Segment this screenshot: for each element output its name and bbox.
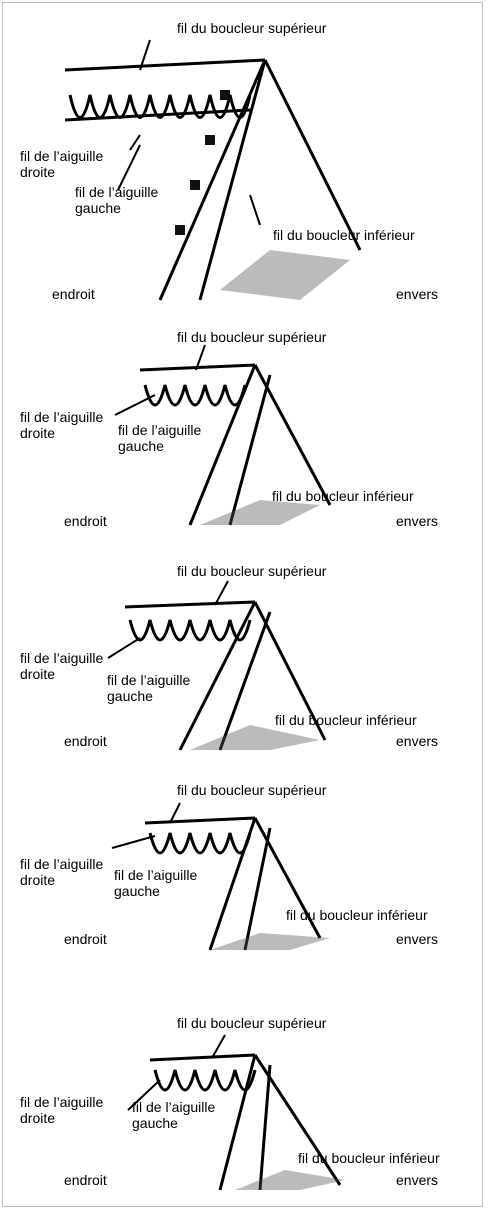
stitch-panel-2: fil du boucleur supérieur fil de l’aigui…: [0, 320, 489, 535]
upper-looper-label: fil du boucleur supérieur: [177, 782, 326, 798]
left-needle-label-line2: gauche: [118, 438, 248, 454]
upper-looper-label: fil du boucleur supérieur: [177, 329, 326, 345]
right-side-label: endroit: [64, 931, 107, 947]
stitch-panel-1: fil du boucleur supérieur fil de l’aigui…: [0, 0, 489, 305]
right-side-label: endroit: [64, 513, 107, 529]
stitch-panel-5: fil du boucleur supérieur fil de l’aigui…: [0, 1010, 489, 1200]
right-needle-label: fil de l’aiguille droite: [20, 1094, 150, 1126]
lower-looper-label: fil du boucleur inférieur: [298, 1150, 440, 1166]
left-needle-label: fil de l’aiguille gauche: [107, 672, 237, 704]
lower-looper-label: fil du boucleur inférieur: [273, 227, 415, 243]
lower-looper-label: fil du boucleur inférieur: [272, 488, 414, 504]
left-needle-label: fil de l’aiguille gauche: [114, 867, 244, 899]
wrong-side-label: envers: [396, 1172, 438, 1188]
right-needle-label: fil de l’aiguille droite: [20, 148, 150, 180]
wrong-side-label: envers: [396, 513, 438, 529]
stitch-panel-4: fil du boucleur supérieur fil de l’aigui…: [0, 778, 489, 960]
left-needle-label-line1: fil de l’aiguille: [132, 1099, 262, 1115]
wrong-side-label: envers: [396, 733, 438, 749]
right-side-label: endroit: [64, 733, 107, 749]
right-needle-label-line1: fil de l’aiguille: [20, 1094, 150, 1110]
right-needle-label-line1: fil de l’aiguille: [20, 148, 150, 164]
left-needle-label: fil de l’aiguille gauche: [132, 1099, 262, 1131]
right-needle-label-line1: fil de l’aiguille: [20, 650, 150, 666]
left-needle-label-line2: gauche: [75, 200, 205, 216]
left-needle-label-line1: fil de l’aiguille: [118, 422, 248, 438]
right-side-label: endroit: [64, 1172, 107, 1188]
stitch-panel-3: fil du boucleur supérieur fil de l’aigui…: [0, 555, 489, 760]
right-needle-label-line2: droite: [20, 164, 150, 180]
left-needle-label: fil de l’aiguille gauche: [75, 184, 205, 216]
wrong-side-label: envers: [396, 286, 438, 302]
left-needle-label-line2: gauche: [114, 883, 244, 899]
right-side-label: endroit: [52, 286, 95, 302]
left-needle-label-line2: gauche: [132, 1115, 262, 1131]
left-needle-label: fil de l’aiguille gauche: [118, 422, 248, 454]
upper-looper-label: fil du boucleur supérieur: [177, 563, 326, 579]
lower-looper-label: fil du boucleur inférieur: [275, 712, 417, 728]
right-needle-label-line2: droite: [20, 1110, 150, 1126]
upper-looper-label: fil du boucleur supérieur: [177, 20, 326, 36]
lower-looper-label: fil du boucleur inférieur: [286, 907, 428, 923]
left-needle-label-line1: fil de l’aiguille: [75, 184, 205, 200]
upper-looper-label: fil du boucleur supérieur: [177, 1015, 326, 1031]
left-needle-label-line1: fil de l’aiguille: [114, 867, 244, 883]
left-needle-label-line1: fil de l’aiguille: [107, 672, 237, 688]
left-needle-label-line2: gauche: [107, 688, 237, 704]
wrong-side-label: envers: [396, 931, 438, 947]
